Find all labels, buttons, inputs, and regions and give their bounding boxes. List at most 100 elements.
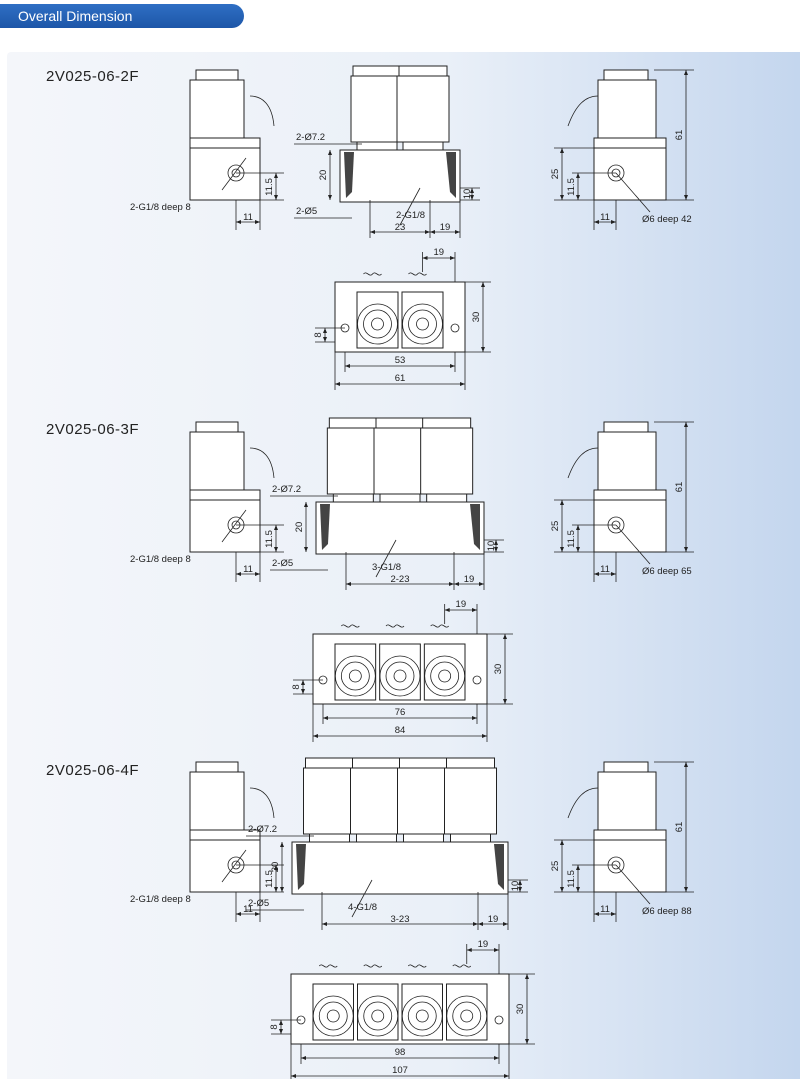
- arrowhead: [450, 364, 455, 368]
- dimension-text: 20: [294, 522, 305, 533]
- coil-outline: [401, 983, 443, 1041]
- dimension-text: 11.5: [264, 530, 275, 548]
- valve-body: [189, 499, 261, 553]
- mount-hole: [494, 1015, 504, 1025]
- arrowhead: [594, 912, 599, 916]
- arrowhead: [304, 502, 308, 507]
- arrowhead: [301, 689, 305, 694]
- valve-neck: [189, 489, 261, 501]
- port-circle: [460, 1009, 474, 1023]
- port-circle: [438, 669, 452, 683]
- coil-body: [420, 427, 474, 495]
- arrowhead: [684, 762, 688, 767]
- arrowhead: [422, 256, 428, 260]
- arrowhead: [684, 422, 688, 427]
- valve-neck: [593, 489, 667, 501]
- valve-body: [593, 147, 667, 201]
- arrowhead: [478, 922, 483, 926]
- coil-outline: [446, 983, 488, 1041]
- dimension-text: 11.5: [566, 178, 577, 196]
- port-circle: [402, 303, 443, 345]
- manifold-body: [291, 841, 509, 895]
- dimension-text: 19: [440, 222, 451, 233]
- dimension-text: 11: [243, 904, 253, 915]
- coil-body: [303, 767, 356, 835]
- arrowhead: [425, 230, 430, 234]
- ports-label: 3-G1/8: [372, 562, 401, 573]
- arrowhead: [346, 582, 351, 586]
- dimension-text: 8: [269, 1024, 280, 1029]
- arrowhead: [684, 547, 688, 552]
- dimension-text: 25: [550, 521, 561, 532]
- arrowhead: [323, 716, 328, 720]
- arrowhead: [236, 220, 241, 224]
- arrowhead: [503, 634, 507, 639]
- dimension-text: 84: [395, 725, 406, 736]
- arrowhead: [301, 1056, 306, 1060]
- arrowhead: [470, 195, 474, 200]
- lead-wire: [363, 272, 382, 276]
- port-circle: [348, 669, 362, 683]
- section-hatch: [446, 152, 456, 198]
- arrowhead: [274, 525, 278, 530]
- port-circle: [407, 1001, 437, 1031]
- arrowhead: [560, 195, 564, 200]
- coil-cap: [603, 421, 649, 433]
- coil-body: [189, 431, 245, 491]
- arrowhead: [518, 880, 522, 885]
- arrowhead: [328, 195, 332, 200]
- section-hatch: [296, 844, 306, 890]
- mount-hole-label: 2-Ø7.2: [296, 132, 325, 143]
- coil-body: [326, 427, 380, 495]
- arrowhead: [430, 230, 435, 234]
- dimension-text: 25: [550, 861, 561, 872]
- dimension-text: 61: [674, 130, 685, 141]
- coil-wire: [567, 787, 599, 819]
- coil-outline: [379, 643, 421, 701]
- arrowhead: [313, 734, 318, 738]
- coil-body: [350, 767, 403, 835]
- arrowhead: [594, 572, 599, 576]
- coil-outline: [357, 983, 399, 1041]
- coil-wire: [249, 447, 275, 479]
- port-label: 2-G1/8 deep 8: [130, 894, 191, 905]
- port-circle: [357, 995, 399, 1037]
- arrowhead: [576, 525, 580, 530]
- arrowhead: [684, 195, 688, 200]
- arrowhead: [472, 608, 477, 612]
- port-circle: [318, 1001, 348, 1031]
- arrowhead: [560, 500, 564, 505]
- arrowhead: [611, 220, 616, 224]
- arrowhead: [684, 70, 688, 75]
- manifold-body: [339, 149, 461, 203]
- model-label-4f: 2V025-06-4F: [46, 762, 140, 779]
- arrowhead: [560, 148, 564, 153]
- coil-cap: [195, 421, 239, 433]
- coil-outline: [423, 643, 466, 701]
- section-hatch: [320, 504, 330, 550]
- dimension-text: 19: [456, 599, 467, 610]
- dimension-text: 61: [395, 373, 406, 384]
- arrowhead: [576, 173, 580, 178]
- port-circle: [393, 669, 407, 683]
- arrowhead: [504, 1074, 509, 1078]
- manifold-top: [334, 281, 466, 353]
- lead-wire: [408, 272, 427, 276]
- dimension-text: 11.5: [566, 870, 577, 888]
- arrowhead: [576, 865, 580, 870]
- arrowhead: [449, 582, 454, 586]
- arrowhead: [322, 922, 327, 926]
- arrowhead: [255, 912, 260, 916]
- dimension-text: 11: [243, 212, 253, 223]
- dimension-text: 20: [270, 862, 281, 873]
- valve-body: [189, 147, 261, 201]
- coil-base: [402, 141, 444, 151]
- section-hatch: [344, 152, 354, 198]
- port-label: 2-G1/8 deep 8: [130, 202, 191, 213]
- arrowhead: [611, 912, 616, 916]
- manifold-body: [315, 501, 485, 555]
- arrowhead: [279, 1029, 283, 1034]
- dimension-text: 11: [243, 564, 253, 575]
- coil-base: [309, 833, 350, 843]
